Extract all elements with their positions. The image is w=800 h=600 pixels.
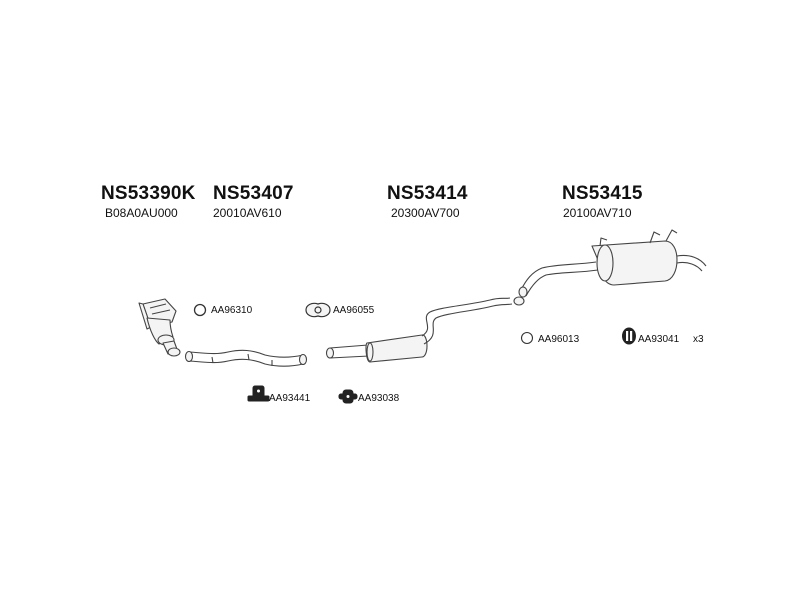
ring-gasket-icon xyxy=(520,331,534,345)
part-number-1[interactable]: NS53390K xyxy=(101,183,196,204)
rubber-mount-icon xyxy=(622,327,636,345)
part-number-2[interactable]: NS53407 xyxy=(213,183,294,204)
accessory-label-3[interactable]: AA93441 xyxy=(269,393,311,404)
oe-number-3: 20300AV700 xyxy=(391,206,460,220)
part-number-4[interactable]: NS53415 xyxy=(562,183,643,204)
rear-silencer-drawing[interactable] xyxy=(518,229,707,298)
accessory-label-6[interactable]: AA93041 xyxy=(638,334,680,345)
mount-bracket-icon xyxy=(338,389,358,404)
accessory-label-4[interactable]: AA93038 xyxy=(358,393,400,404)
ring-gasket-icon xyxy=(193,303,207,317)
oe-number-4: 20100AV710 xyxy=(563,206,632,220)
flange-gasket-icon xyxy=(305,302,331,318)
accessory-label-2[interactable]: AA96055 xyxy=(333,305,375,316)
accessory-label-1[interactable]: AA96310 xyxy=(211,305,253,316)
accessory-quantity: x3 xyxy=(693,334,704,345)
front-pipe-drawing[interactable] xyxy=(184,349,308,367)
oe-number-1: B08A0AU000 xyxy=(105,206,178,220)
accessory-label-5[interactable]: AA96013 xyxy=(538,334,580,345)
part-number-3[interactable]: NS53414 xyxy=(387,183,468,204)
rubber-hanger-icon xyxy=(247,385,270,402)
catalytic-converter-drawing[interactable] xyxy=(138,298,181,357)
oe-number-2: 20010AV610 xyxy=(213,206,282,220)
centre-silencer-drawing[interactable] xyxy=(325,296,525,363)
